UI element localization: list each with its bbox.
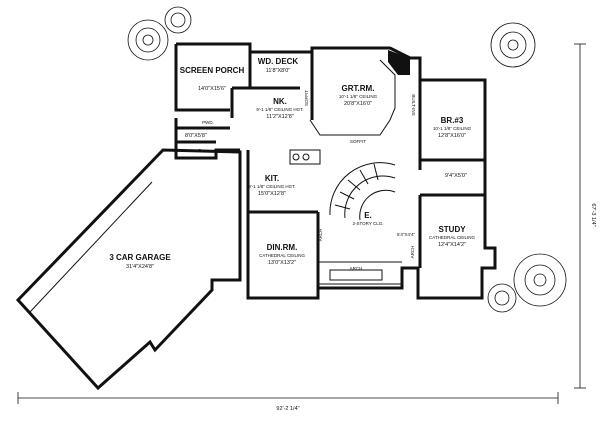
room-size: 11'2"X12'8" bbox=[266, 114, 294, 120]
great-room-soffit bbox=[309, 59, 396, 136]
room-name: GRT.RM. bbox=[342, 84, 375, 93]
room-size: 20'8"X16'0" bbox=[344, 101, 372, 107]
room-name: PWD. bbox=[202, 120, 214, 125]
curved-staircase bbox=[329, 162, 396, 221]
soffit-label: SOFFIT bbox=[350, 139, 366, 144]
kitchen-island bbox=[289, 149, 321, 165]
tree-top-right bbox=[490, 22, 536, 68]
room-size: 11'8"X8'0" bbox=[266, 68, 291, 74]
tree-top-left-small bbox=[164, 6, 192, 34]
room-name: 3 CAR GARAGE bbox=[109, 253, 171, 262]
front-entry bbox=[329, 269, 383, 281]
soffit-label: SOFFIT bbox=[304, 90, 309, 106]
house-outer-walls bbox=[174, 42, 497, 300]
room-size: 15'0"X12'8" bbox=[258, 191, 286, 197]
dimension-width: 92'-2 1/4" bbox=[17, 392, 559, 412]
room-bath: 9'4"X5'0" bbox=[445, 173, 467, 179]
room-screen-porch: SCREEN PORCH 14'0"X15'6" bbox=[180, 66, 245, 92]
room-name: NK. bbox=[273, 97, 287, 106]
room-laundry: 8'0"X5'8" bbox=[185, 133, 207, 139]
room-foyer: E. 2-STORY CLG. bbox=[352, 211, 383, 226]
room-size: 12'4"X14'2" bbox=[438, 242, 466, 248]
room-note: 9'-1 1/8" CEILING HGT. bbox=[248, 184, 295, 189]
room-name: KIT. bbox=[265, 174, 279, 183]
room-nk: NK. 9'-1 1/8" CEILING HGT. 11'2"X12'8" bbox=[256, 97, 303, 120]
interior-walls bbox=[176, 52, 485, 288]
room-size: 12'8"X16'0" bbox=[438, 133, 466, 139]
arch-label: ARCH bbox=[318, 229, 323, 242]
dishwasher-label: D bbox=[198, 148, 202, 153]
room-name: STUDY bbox=[438, 225, 466, 234]
room-size: 13'0"X13'2" bbox=[268, 260, 296, 266]
garage-walls bbox=[15, 148, 242, 391]
room-note: CATHEDRAL CEILING bbox=[259, 253, 306, 258]
room-size: 14'0"X15'6" bbox=[198, 86, 226, 92]
arch-label: ARCH bbox=[350, 266, 363, 271]
room-study: STUDY CATHEDRAL CEILING 12'4"X14'2" bbox=[429, 225, 476, 248]
room-br3: BR.#3 10'-1 1/8" CEILING 12'8"X16'0" bbox=[433, 116, 472, 139]
room-name: SCREEN PORCH bbox=[180, 66, 245, 75]
built-ins-label: BUILT-INS bbox=[411, 94, 416, 115]
room-kit: KIT. 9'-1 1/8" CEILING HGT. 15'0"X12'8" bbox=[248, 174, 295, 197]
room-name: E. bbox=[364, 211, 372, 220]
fireplace bbox=[388, 50, 410, 75]
room-note: CATHEDRAL CEILING bbox=[429, 235, 476, 240]
room-name: WD. DECK bbox=[258, 57, 299, 66]
room-name: BR.#3 bbox=[441, 116, 464, 125]
dimension-width-label: 92'-2 1/4" bbox=[276, 406, 299, 412]
room-din-rm: DIN.RM. CATHEDRAL CEILING 13'0"X13'2" bbox=[259, 243, 306, 266]
tree-bottom-right-small bbox=[487, 283, 517, 313]
tree-top-left-large bbox=[127, 19, 169, 61]
room-size: 31'4"X24'8" bbox=[126, 264, 154, 270]
room-note: 10'-1 1/8" CEILING bbox=[433, 126, 472, 131]
dimension-depth: 67'-3 1/4" bbox=[574, 43, 596, 389]
room-size: 9'4"X5'0" bbox=[445, 173, 467, 179]
room-size: 5'4"X4'4" bbox=[397, 232, 415, 237]
room-pwd: PWD. bbox=[202, 120, 214, 125]
room-note: 10'-1 1/8" CEILING bbox=[339, 94, 378, 99]
room-name: DIN.RM. bbox=[267, 243, 298, 252]
arch-label: ARCH bbox=[410, 246, 415, 259]
dimension-depth-label: 67'-3 1/4" bbox=[590, 203, 596, 226]
room-size: 8'0"X5'8" bbox=[185, 133, 207, 139]
room-closet: 5'4"X4'4" bbox=[397, 232, 415, 237]
room-note: 9'-1 1/8" CEILING HGT. bbox=[256, 107, 303, 112]
room-wd-deck: WD. DECK 11'8"X8'0" bbox=[258, 57, 299, 74]
tree-bottom-right-large bbox=[513, 253, 567, 307]
room-garage: 3 CAR GARAGE 31'4"X24'8" bbox=[109, 253, 171, 270]
room-note: 2-STORY CLG. bbox=[352, 221, 383, 226]
room-grt-rm: GRT.RM. 10'-1 1/8" CEILING 20'8"X16'0" bbox=[339, 84, 378, 107]
